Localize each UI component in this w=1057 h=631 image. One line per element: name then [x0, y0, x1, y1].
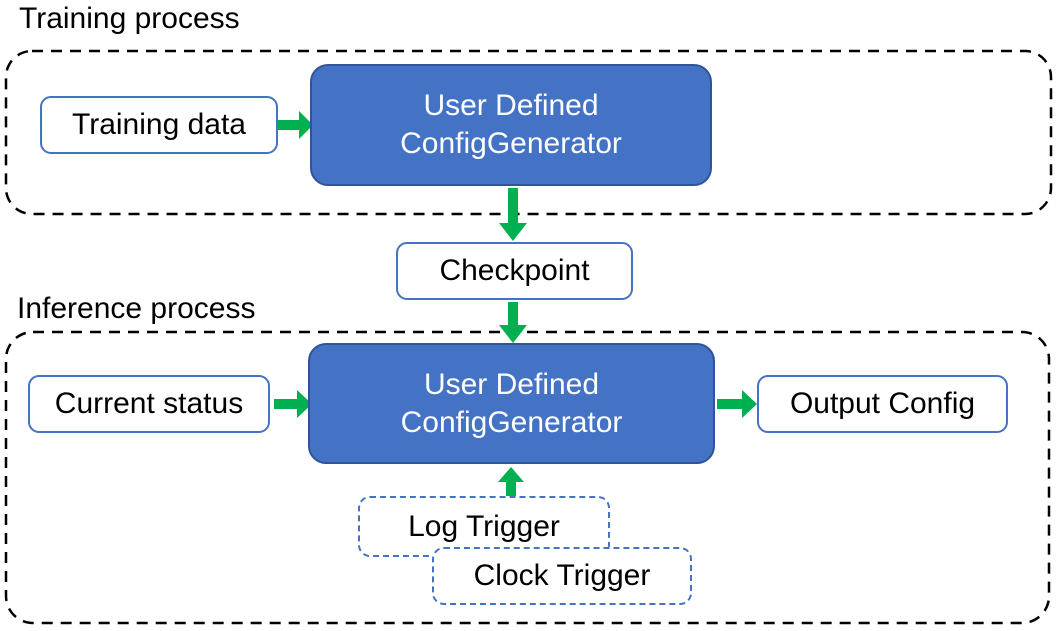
config-generator-inference-line2: ConfigGenerator: [400, 405, 623, 439]
training-process-title: Training process: [19, 2, 240, 35]
training-data-label: Training data: [72, 108, 246, 141]
clock-trigger-label: Clock Trigger: [473, 559, 651, 592]
config-generator-training-line1: User Defined: [423, 89, 599, 122]
training-process-container: [4, 49, 1053, 216]
arrow-triggers-to-generator: [498, 467, 524, 496]
arrow-generator-to-output-config: [717, 390, 757, 418]
clock-trigger-node: Clock Trigger: [432, 547, 692, 605]
checkpoint-node: Checkpoint: [396, 242, 633, 300]
checkpoint-label: Checkpoint: [439, 254, 590, 287]
output-config-node: Output Config: [757, 375, 1008, 433]
config-generator-inference-line1: User Defined: [423, 367, 600, 401]
log-trigger-label: Log Trigger: [408, 509, 560, 543]
config-generator-training-line2: ConfigGenerator: [400, 127, 622, 160]
training-data-node: Training data: [40, 96, 278, 154]
config-generator-inference-node: User Defined ConfigGenerator: [308, 343, 715, 464]
log-trigger-node: Log Trigger: [358, 496, 610, 557]
current-status-label: Current status: [54, 387, 244, 420]
current-status-node: Current status: [28, 375, 270, 433]
config-generator-training-node: User Defined ConfigGenerator: [310, 64, 712, 186]
inference-process-container: [4, 330, 1051, 625]
arrow-training-data-to-generator: [278, 111, 313, 139]
output-config-label: Output Config: [789, 387, 976, 420]
arrow-current-status-to-generator: [274, 390, 312, 418]
inference-process-title: Inference process: [17, 292, 256, 325]
arrow-checkpoint-to-generator: [499, 302, 527, 343]
arrow-generator-to-checkpoint: [499, 188, 527, 241]
